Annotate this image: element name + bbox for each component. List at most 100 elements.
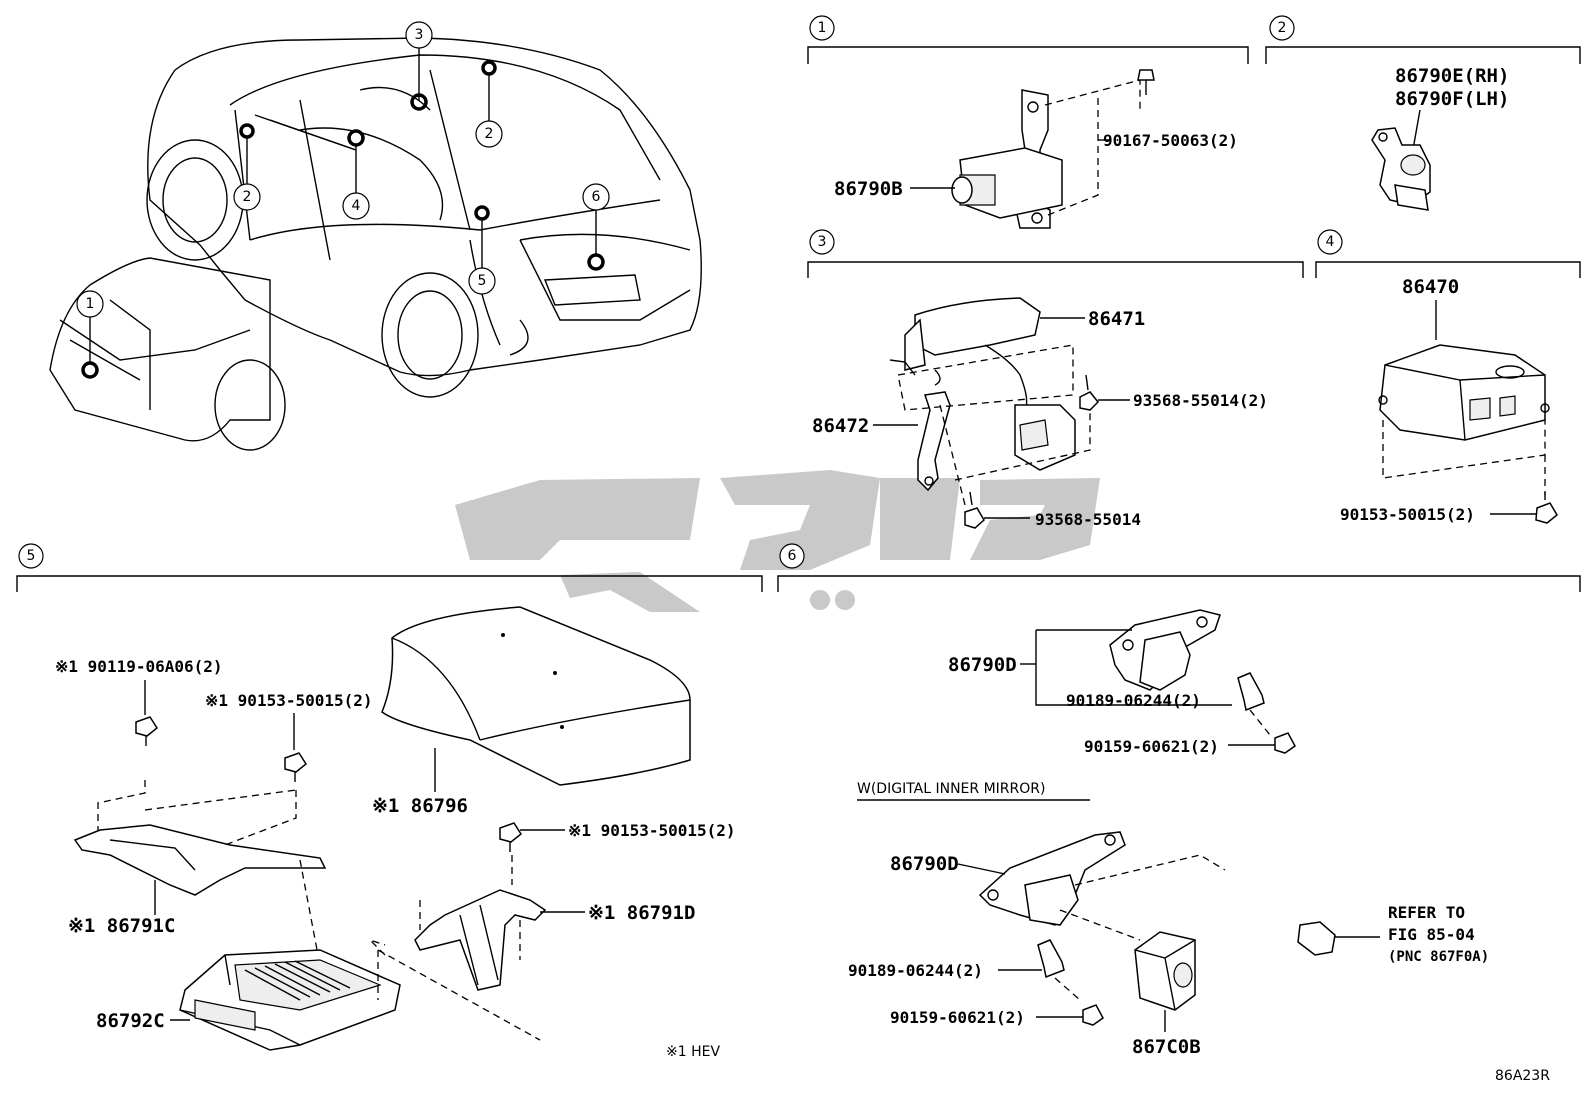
callout-2-lower[interactable] xyxy=(233,183,261,211)
section-4-number: 4 xyxy=(1326,234,1335,250)
section-1-number: 1 xyxy=(818,20,827,36)
label-90153-50015-a: ※1 90153-50015(2) xyxy=(205,691,373,710)
back-camera-86790D-digital[interactable] xyxy=(978,831,1126,926)
section-2-bracket xyxy=(1265,46,1581,64)
marker-6 xyxy=(587,253,605,271)
section-1-bracket xyxy=(807,46,1249,64)
label-86790D: 86790D xyxy=(948,654,1017,676)
marker-2-lower xyxy=(239,123,255,139)
label-93568-55014: 93568-55014 xyxy=(1035,510,1141,529)
callout-5-label: 5 xyxy=(478,273,487,289)
label-86791D: ※1 86791D xyxy=(588,902,695,924)
section-4-bracket xyxy=(1315,261,1581,278)
refer-line-3: (PNC 867F0A) xyxy=(1388,949,1489,965)
label-93568-55014-2: 93568-55014(2) xyxy=(1133,391,1268,410)
overview-callouts: 3 2 2 4 6 5 1 xyxy=(76,21,610,379)
section-5: 5 ※1 90119-06A06(2) ※1 90153-50015(2) ※1… xyxy=(16,543,763,1060)
label-86790F-LH: 86790F(LH) xyxy=(1395,88,1509,110)
watermark-logo xyxy=(455,470,1100,612)
label-86470: 86470 xyxy=(1402,276,1459,298)
note-hev: ※1 HEV xyxy=(666,1044,720,1060)
marker-2-upper xyxy=(481,60,497,76)
label-867C0B: 867C0B xyxy=(1132,1036,1201,1058)
section-4-number-circle xyxy=(1317,229,1343,255)
label-90167-50063: 90167-50063(2) xyxy=(1103,131,1238,150)
marker-3 xyxy=(410,93,428,111)
camera-unit-867C0B[interactable] xyxy=(1134,931,1196,1011)
label-86790D-2: 86790D xyxy=(890,853,959,875)
callout-4[interactable] xyxy=(342,192,370,220)
section-5-number-circle xyxy=(18,543,44,569)
callout-3-label: 3 xyxy=(415,27,424,43)
bolt-90153-b[interactable] xyxy=(499,822,522,852)
bolt-90153-s4[interactable] xyxy=(1535,492,1558,524)
refer-line-1: REFER TO xyxy=(1388,903,1465,922)
label-90159-60621-2: 90159-60621(2) xyxy=(890,1008,1025,1027)
callout-2-lower-label: 2 xyxy=(243,189,252,205)
section-3-number: 3 xyxy=(818,234,827,250)
section-5-bracket xyxy=(16,575,763,592)
section-3-bracket xyxy=(807,261,1304,278)
front-camera-part[interactable] xyxy=(951,89,1063,229)
screw-93568[interactable] xyxy=(964,491,985,529)
label-86790E-RH: 86790E(RH) xyxy=(1395,65,1509,87)
variant-label: W(DIGITAL INNER MIRROR) xyxy=(857,781,1045,797)
callout-5[interactable] xyxy=(468,267,496,295)
label-86472: 86472 xyxy=(812,415,869,437)
marker-4 xyxy=(347,129,365,147)
label-90189-06244: 90189-06244(2) xyxy=(1066,691,1201,710)
bracket-86472[interactable] xyxy=(917,391,951,492)
ecu-86792C[interactable] xyxy=(179,949,401,1051)
label-90119-06A06: ※1 90119-06A06(2) xyxy=(55,657,223,676)
label-86796: ※1 86796 xyxy=(372,795,468,817)
callout-6[interactable] xyxy=(582,183,610,211)
callout-1-label: 1 xyxy=(86,296,95,312)
refer-line-2: FIG 85-04 xyxy=(1388,925,1475,944)
label-90189-06244-2: 90189-06244(2) xyxy=(848,961,983,980)
back-camera-86790D[interactable] xyxy=(1109,609,1221,691)
label-90153-50015-s4: 90153-50015(2) xyxy=(1340,505,1475,524)
label-86471: 86471 xyxy=(1088,308,1145,330)
clip-90189[interactable] xyxy=(1237,672,1265,712)
camera-cable[interactable] xyxy=(1232,858,1336,956)
label-90159-60621: 90159-60621(2) xyxy=(1084,737,1219,756)
bolt-90119[interactable] xyxy=(135,716,158,746)
screw-90159-2[interactable] xyxy=(1082,1004,1104,1026)
callout-4-label: 4 xyxy=(352,198,361,214)
camera-ecu-86470[interactable] xyxy=(1378,344,1550,441)
callout-1[interactable] xyxy=(76,290,104,318)
bracket-86791D[interactable] xyxy=(414,889,547,991)
bracket-86791C[interactable] xyxy=(73,824,327,896)
cover-86796[interactable] xyxy=(381,606,691,786)
section-5-number: 5 xyxy=(27,548,36,564)
callout-3[interactable] xyxy=(405,21,433,49)
section-1: 1 90167-50063(2) 86790B xyxy=(807,15,1249,229)
label-86792C: 86792C xyxy=(96,1010,165,1032)
section-2: 2 86790E(RH) 86790F(LH) xyxy=(1265,15,1581,211)
label-90153-50015-b: ※1 90153-50015(2) xyxy=(568,821,736,840)
side-camera-part[interactable] xyxy=(1371,127,1431,211)
section-3: 3 86471 86472 93568-55014(2) xyxy=(807,229,1304,529)
figure-code: 86A23R xyxy=(1495,1068,1550,1084)
marker-5 xyxy=(474,205,490,221)
section-2-number-circle xyxy=(1269,15,1295,41)
screw-90159[interactable] xyxy=(1274,732,1296,754)
label-86791C: ※1 86791C xyxy=(68,915,175,937)
section-2-number: 2 xyxy=(1278,20,1287,36)
clip-90189-2[interactable] xyxy=(1037,939,1065,979)
callout-2-upper[interactable] xyxy=(475,120,503,148)
screw-93568-pair[interactable] xyxy=(1079,374,1100,411)
section-1-number-circle xyxy=(809,15,835,41)
callout-6-label: 6 xyxy=(592,189,601,205)
section-6-number-circle xyxy=(779,543,805,569)
label-86790B: 86790B xyxy=(834,178,903,200)
bolt-90153-a[interactable] xyxy=(284,752,307,782)
callout-2-upper-label: 2 xyxy=(485,126,494,142)
marker-1 xyxy=(81,361,99,379)
section-4: 4 86470 90153-50015(2) xyxy=(1315,229,1581,524)
section-6-number: 6 xyxy=(788,548,797,564)
screw-90167[interactable] xyxy=(1137,69,1155,95)
vehicle-overview xyxy=(49,37,702,451)
inner-camera-86471[interactable] xyxy=(889,297,1076,471)
